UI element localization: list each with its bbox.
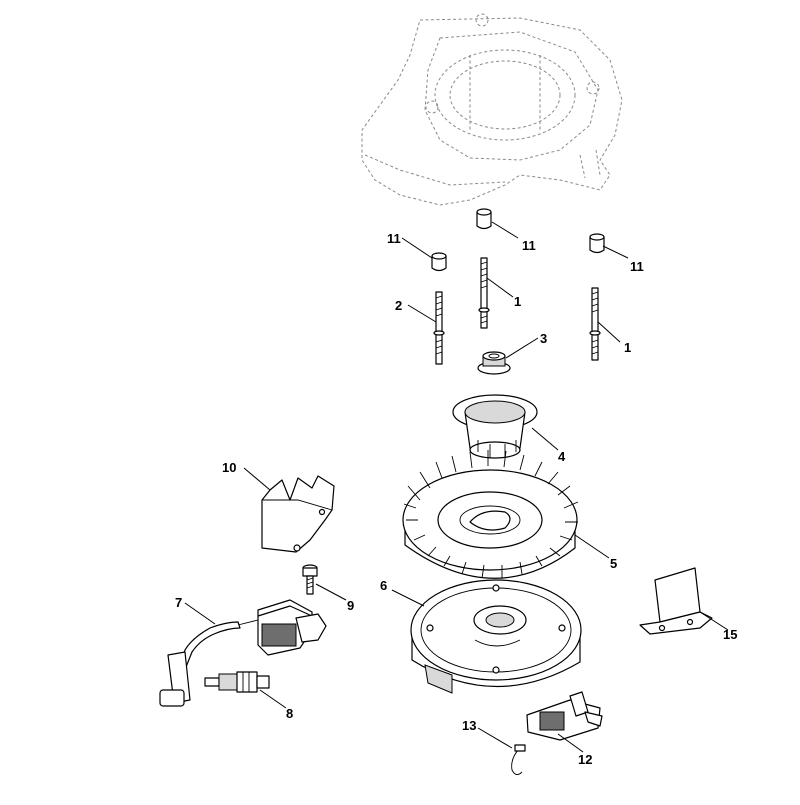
ground-wire [511, 744, 526, 775]
callout-9: 9 [347, 598, 354, 613]
stud-left [433, 291, 445, 365]
callout-4: 4 [558, 449, 566, 464]
flange-nut [477, 351, 511, 375]
ignition-coil [159, 599, 327, 707]
flywheel [410, 579, 582, 694]
spacer-top [476, 208, 492, 230]
callout-15: 15 [723, 627, 737, 642]
callout-1-center: 1 [514, 294, 521, 309]
callout-6: 6 [380, 578, 387, 593]
callout-11-right: 11 [630, 259, 644, 274]
leader-lines [184, 221, 729, 753]
starter-cup [452, 394, 538, 459]
stud-center [478, 257, 490, 329]
callout-5: 5 [610, 556, 617, 571]
spacer-right [589, 233, 605, 254]
callout-12: 12 [578, 752, 592, 767]
callout-1-right: 1 [624, 340, 631, 355]
blower-housing-outline [361, 13, 623, 206]
callout-2: 2 [395, 298, 402, 313]
stud-right [589, 287, 601, 361]
bolt [302, 564, 318, 595]
callout-3: 3 [540, 331, 547, 346]
flywheel-fan [402, 450, 579, 579]
callout-labels: 11 11 11 1 2 1 3 4 5 10 9 7 8 6 15 12 13 [175, 231, 737, 767]
callout-10: 10 [222, 460, 236, 475]
callout-13: 13 [462, 718, 476, 733]
callout-7: 7 [175, 595, 182, 610]
heat-shield [261, 475, 335, 553]
callout-11-top: 11 [522, 238, 536, 253]
ignition-module [526, 691, 603, 741]
callout-8: 8 [286, 706, 293, 721]
spark-plug [204, 671, 270, 693]
stop-switch-bracket [639, 567, 713, 635]
callout-11-left: 11 [387, 231, 401, 246]
spacer-left [431, 252, 447, 272]
